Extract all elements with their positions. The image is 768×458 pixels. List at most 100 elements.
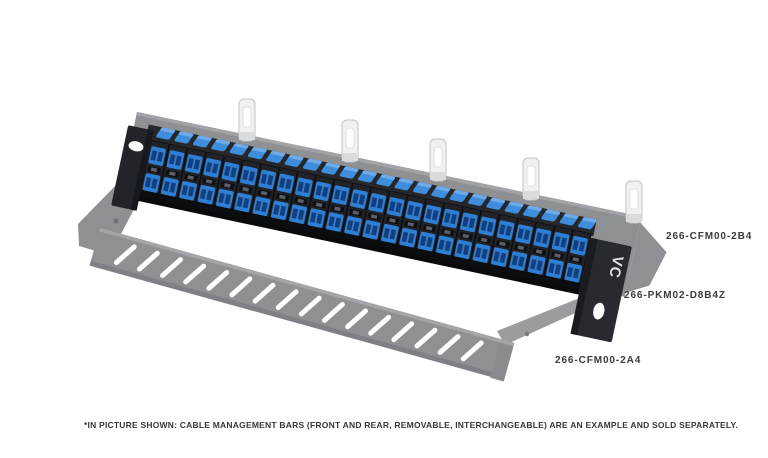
vent-slot xyxy=(160,257,183,278)
lc-adapter-module xyxy=(139,139,170,201)
dust-cap-tab xyxy=(431,186,451,199)
label-window xyxy=(535,249,543,254)
lc-port xyxy=(370,197,378,208)
label-window xyxy=(554,253,561,258)
label-window xyxy=(169,171,176,177)
lc-port xyxy=(187,158,194,169)
bracket-hole xyxy=(524,331,530,337)
lc-adapter-module xyxy=(175,147,207,209)
dust-cap-tab xyxy=(486,197,506,210)
vent-slot xyxy=(200,51,227,82)
vc-logo: VC xyxy=(605,254,626,280)
lc-port xyxy=(328,216,335,227)
vent-slot xyxy=(391,321,415,343)
lc-port xyxy=(572,268,580,279)
lc-port xyxy=(560,237,567,248)
lc-port xyxy=(486,221,494,233)
dust-cap-tab xyxy=(541,209,561,222)
rear-bar-vent-slots xyxy=(173,46,623,164)
lc-port xyxy=(511,255,519,266)
lc-port xyxy=(407,233,415,244)
label-window xyxy=(407,222,415,227)
lc-port xyxy=(248,171,256,182)
label-window xyxy=(260,190,268,196)
lc-port xyxy=(297,181,304,192)
label-window xyxy=(279,194,286,200)
lc-adapter-module xyxy=(451,206,482,267)
dust-cap-tab xyxy=(302,158,322,171)
lc-port xyxy=(566,266,574,278)
lc-port xyxy=(223,165,231,177)
label-window xyxy=(425,225,433,231)
lc-port xyxy=(266,175,274,186)
lc-adapter-module xyxy=(377,190,408,251)
lc-port xyxy=(334,189,341,200)
label-window xyxy=(389,218,396,223)
front-bar-flange xyxy=(89,260,506,381)
label-window xyxy=(462,233,470,239)
lc-port xyxy=(260,173,268,185)
lc-port xyxy=(279,205,287,217)
label-window xyxy=(205,179,213,184)
vent-slot xyxy=(253,62,280,93)
callout-rear-bar-part-number: 266-CFM00-2B4 xyxy=(666,231,753,242)
lc-port xyxy=(156,151,164,162)
lc-port xyxy=(450,214,457,225)
label-window xyxy=(150,167,158,173)
lc-port xyxy=(401,231,409,243)
dust-cap-tab xyxy=(357,170,377,183)
dust-cap-tab xyxy=(412,182,432,195)
vent-slot xyxy=(460,340,484,362)
lc-port xyxy=(254,200,262,211)
vent-slot xyxy=(321,302,345,323)
dust-cap-tab xyxy=(174,131,194,144)
lc-port xyxy=(517,256,525,267)
front-bar-body xyxy=(89,228,515,380)
lc-port xyxy=(163,181,170,192)
lc-adapter-module xyxy=(469,210,500,271)
vent-slot xyxy=(136,250,160,272)
dust-cap-tabs xyxy=(156,127,597,230)
lc-port xyxy=(554,264,562,275)
cable-tie-saddles xyxy=(238,98,643,224)
front-cable-management-bar xyxy=(89,227,515,382)
vent-slot xyxy=(113,244,137,266)
front-bar-top-highlight xyxy=(99,227,515,347)
left-mounting-ear xyxy=(111,125,154,211)
lc-port xyxy=(493,251,500,262)
lc-port xyxy=(389,229,397,240)
vent-slot xyxy=(206,269,230,291)
dust-cap-tab xyxy=(468,193,487,206)
dust-cap-tab xyxy=(266,150,286,164)
lc-port xyxy=(431,210,439,221)
lc-port xyxy=(242,169,249,181)
lc-adapter-module xyxy=(285,171,317,232)
label-window xyxy=(499,241,506,247)
lc-port xyxy=(297,209,305,221)
dust-cap-tab xyxy=(284,154,304,167)
dust-cap-tab xyxy=(321,162,341,175)
lc-port xyxy=(395,202,402,213)
dust-cap-tab xyxy=(559,213,579,226)
vent-slot xyxy=(275,289,299,311)
fiber-patch-panel: VC xyxy=(111,124,632,343)
vent-slot xyxy=(491,111,518,142)
lc-port xyxy=(413,206,421,217)
ear-shade xyxy=(570,237,598,336)
lc-port xyxy=(419,235,427,247)
vent-slot xyxy=(226,57,253,87)
lc-port xyxy=(505,225,512,237)
lc-port xyxy=(364,223,372,235)
rack-screw-slot xyxy=(128,141,144,152)
dust-cap-tab xyxy=(504,201,524,214)
dust-cap-tab xyxy=(376,174,396,187)
vent-slot xyxy=(570,128,597,159)
vent-slot xyxy=(298,295,322,317)
lc-port xyxy=(278,177,286,188)
lc-port xyxy=(352,193,359,204)
callout-panel-part-number: 266-PKM02-D8B4Z xyxy=(624,290,726,301)
label-window xyxy=(572,257,580,262)
dust-cap-tab xyxy=(192,135,212,148)
lc-port xyxy=(389,200,396,212)
